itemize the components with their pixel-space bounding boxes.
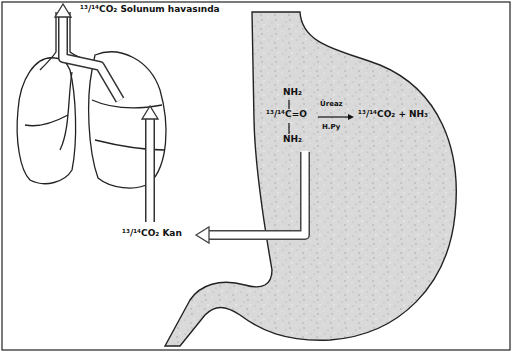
reaction-arrowhead [348, 114, 354, 120]
breath-arrow-core [63, 16, 120, 100]
bond-line [288, 123, 289, 134]
formula-text: NH₂ [283, 135, 302, 145]
co2-blood-arrow [208, 152, 305, 235]
stomach-wall [165, 12, 456, 346]
breath-arrow [63, 16, 120, 100]
stomach: NH₂ ¹³/¹⁴C=O ÜreazH.Py ¹³/¹⁴CO₂ + NH₃ NH₂ [160, 8, 465, 348]
formula-text: ¹³/¹⁴CO₂ + NH₃ [358, 110, 428, 120]
formula-text: H.Py [322, 124, 340, 132]
reaction-arrow [318, 116, 350, 117]
breath-arrowhead [55, 4, 71, 17]
co2-blood-arrow-core [207, 151, 305, 235]
label-text: ¹³/¹⁴CO₂ Kan [122, 229, 182, 239]
formula-text: NH₂ [283, 88, 302, 98]
blood-arrowhead [142, 106, 158, 119]
co2-blood-arrowhead [196, 227, 209, 243]
lungs [17, 52, 166, 188]
blood-arrow [145, 118, 155, 222]
formula-text: Üreaz [320, 101, 343, 109]
stomach-outline [160, 8, 465, 348]
bond-line [288, 100, 289, 109]
blood-arrow-core [147, 118, 154, 223]
formula-text: ¹³/¹⁴C=O [266, 110, 307, 120]
label-text: ¹³/¹⁴CO₂ Solunum havasında [80, 5, 220, 15]
